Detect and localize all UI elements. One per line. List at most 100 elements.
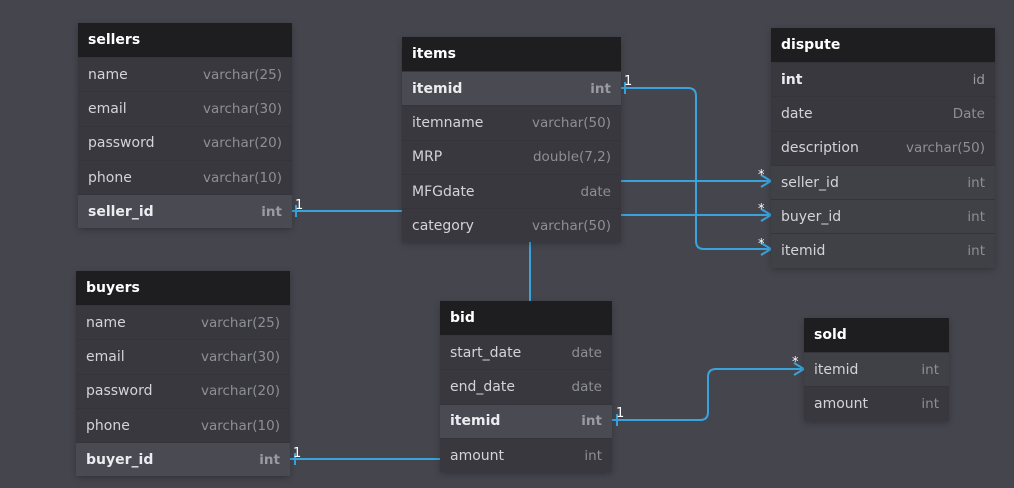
field-type: double(7,2)	[532, 149, 611, 166]
table-dispute[interactable]: dispute int id date Date description var…	[771, 28, 995, 268]
field-type: int	[967, 174, 985, 191]
field-type: id	[972, 71, 985, 88]
buyers-field-phone[interactable]: phone varchar(10)	[76, 407, 290, 442]
sellers-field-name[interactable]: name varchar(25)	[78, 57, 292, 91]
dispute-field-seller-id[interactable]: seller_id int	[771, 164, 995, 200]
table-bid-title[interactable]: bid	[440, 301, 612, 335]
sold-field-itemid[interactable]: itemid int	[804, 352, 949, 387]
field-type: varchar(50)	[905, 140, 985, 157]
field-name: MRP	[412, 149, 443, 166]
field-name: MFGdate	[412, 183, 475, 200]
rel-dispute-buyer-crowfoot	[760, 208, 772, 222]
bid-field-amount[interactable]: amount int	[440, 437, 612, 472]
dispute-field-itemid[interactable]: itemid int	[771, 233, 995, 268]
field-name: itemid	[450, 413, 501, 430]
field-name: description	[781, 140, 859, 157]
buyers-field-email[interactable]: email varchar(30)	[76, 339, 290, 373]
dispute-field-buyer-id[interactable]: buyer_id int	[771, 199, 995, 234]
field-type: varchar(10)	[200, 417, 280, 434]
field-name: itemid	[814, 361, 859, 378]
field-type: varchar(20)	[202, 135, 282, 152]
table-buyers-title[interactable]: buyers	[76, 271, 290, 305]
rel-seller-items-card: 1	[295, 198, 303, 213]
field-name: password	[86, 383, 153, 400]
field-type: varchar(25)	[200, 314, 280, 331]
field-name: email	[86, 348, 125, 365]
field-name: phone	[86, 417, 130, 434]
items-field-mrp[interactable]: MRP double(7,2)	[402, 139, 621, 174]
rel-items-dispute-itemid[interactable]	[621, 87, 771, 250]
rel-items-dispute-card-many: *	[758, 237, 765, 252]
items-field-category[interactable]: category varchar(50)	[402, 208, 621, 242]
table-buyers[interactable]: buyers name varchar(25) email varchar(30…	[76, 271, 290, 477]
table-dispute-title[interactable]: dispute	[771, 28, 995, 62]
field-name: email	[88, 100, 127, 117]
field-name: buyer_id	[781, 208, 842, 225]
field-type: varchar(25)	[202, 66, 282, 83]
rel-items-dispute-card-one: 1	[624, 74, 632, 89]
table-sold[interactable]: sold itemid int amount int	[804, 318, 949, 421]
table-sellers-title[interactable]: sellers	[78, 23, 292, 57]
field-type: varchar(20)	[200, 383, 280, 400]
table-bid[interactable]: bid start_date date end_date date itemid…	[440, 301, 612, 473]
rel-dispute-seller-crowfoot	[760, 174, 772, 188]
field-name: name	[86, 314, 126, 331]
field-name: buyer_id	[86, 451, 154, 468]
rel-items-dispute-crowfoot	[760, 242, 772, 256]
field-type: int	[259, 451, 280, 468]
items-field-itemname[interactable]: itemname varchar(50)	[402, 105, 621, 139]
bid-field-itemid[interactable]: itemid int	[440, 403, 612, 438]
field-name: seller_id	[781, 174, 839, 191]
buyers-field-buyer-id[interactable]: buyer_id int	[76, 442, 290, 477]
field-type: int	[584, 447, 602, 464]
field-type: varchar(50)	[531, 114, 611, 131]
rel-dispute-buyer-card-many: *	[758, 202, 765, 217]
field-name: int	[781, 71, 803, 88]
field-type: int	[967, 243, 985, 260]
field-type: int	[921, 361, 939, 378]
buyers-field-name[interactable]: name varchar(25)	[76, 305, 290, 339]
sellers-field-phone[interactable]: phone varchar(10)	[78, 159, 292, 194]
dispute-field-id[interactable]: int id	[771, 62, 995, 96]
items-field-mfgdate[interactable]: MFGdate date	[402, 173, 621, 208]
bid-field-start-date[interactable]: start_date date	[440, 335, 612, 369]
dispute-field-description[interactable]: description varchar(50)	[771, 130, 995, 165]
field-type: varchar(30)	[200, 348, 280, 365]
rel-dispute-seller-card-many: *	[758, 168, 765, 183]
field-name: password	[88, 135, 155, 152]
rel-bid-sold-card-many: *	[792, 355, 799, 370]
rel-bid-sold[interactable]	[612, 368, 804, 421]
field-type: date	[571, 378, 602, 395]
buyers-field-password[interactable]: password varchar(20)	[76, 373, 290, 408]
bid-field-end-date[interactable]: end_date date	[440, 369, 612, 403]
field-type: Date	[952, 105, 985, 122]
field-type: int	[967, 208, 985, 225]
field-name: name	[88, 66, 128, 83]
field-name: seller_id	[88, 203, 154, 220]
table-sellers[interactable]: sellers name varchar(25) email varchar(3…	[78, 23, 292, 229]
field-name: itemid	[781, 243, 826, 260]
sellers-field-seller-id[interactable]: seller_id int	[78, 194, 292, 229]
sellers-field-email[interactable]: email varchar(30)	[78, 91, 292, 125]
field-type: int	[590, 80, 611, 97]
field-name: category	[412, 217, 474, 234]
table-sold-title[interactable]: sold	[804, 318, 949, 352]
field-type: varchar(30)	[202, 100, 282, 117]
table-items-title[interactable]: items	[402, 37, 621, 71]
field-name: amount	[814, 395, 869, 412]
field-type: int	[581, 413, 602, 430]
sold-field-amount[interactable]: amount int	[804, 386, 949, 420]
items-field-itemid[interactable]: itemid int	[402, 71, 621, 106]
field-name: itemid	[412, 80, 463, 97]
sellers-field-password[interactable]: password varchar(20)	[78, 125, 292, 160]
field-name: start_date	[450, 344, 522, 361]
field-name: date	[781, 105, 813, 122]
field-type: date	[580, 183, 611, 200]
field-type: varchar(50)	[531, 217, 611, 234]
field-name: end_date	[450, 378, 515, 395]
dispute-field-date[interactable]: date Date	[771, 96, 995, 130]
table-items[interactable]: items itemid int itemname varchar(50) MR…	[402, 37, 621, 243]
field-name: itemname	[412, 114, 484, 131]
